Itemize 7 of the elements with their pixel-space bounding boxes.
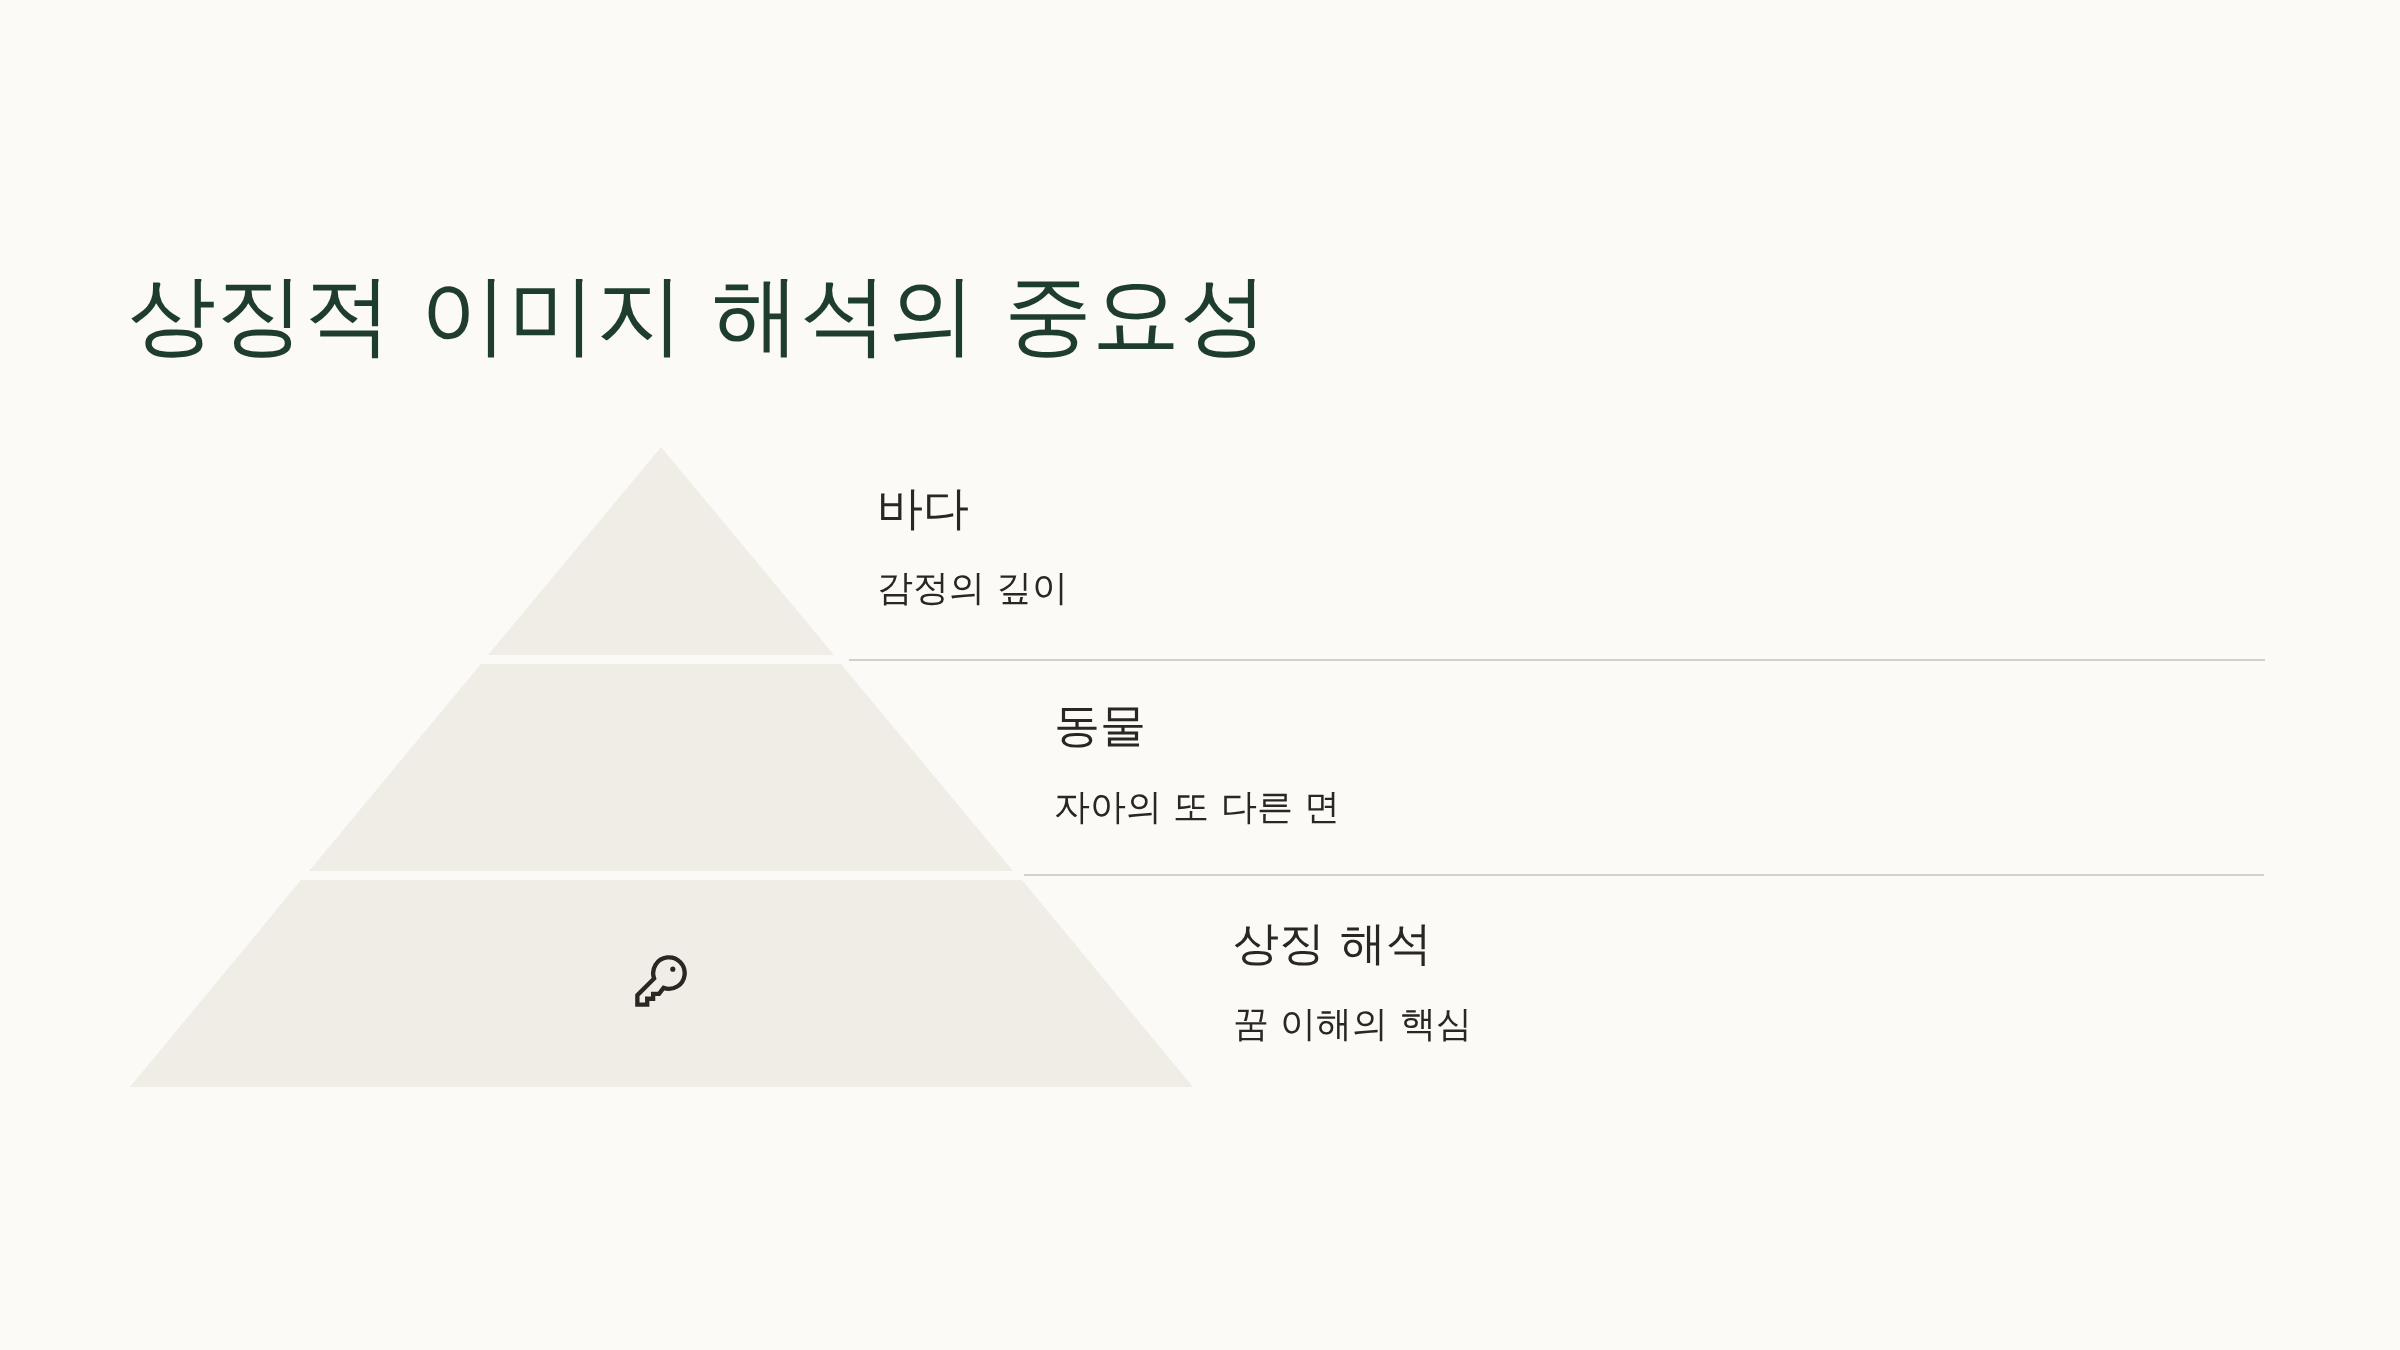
tier-description: 꿈 이해의 핵심: [1233, 1002, 1472, 1046]
tier-description: 감정의 깊이: [877, 566, 1069, 610]
tier-description: 자아의 또 다른 면: [1054, 785, 1341, 829]
tier-heading: 동물: [1054, 698, 1146, 754]
tier-heading: 상징 해석: [1233, 916, 1432, 972]
slide-title: 상징적 이미지 해석의 중요성: [128, 262, 1268, 368]
tier-heading: 바다: [877, 481, 969, 537]
